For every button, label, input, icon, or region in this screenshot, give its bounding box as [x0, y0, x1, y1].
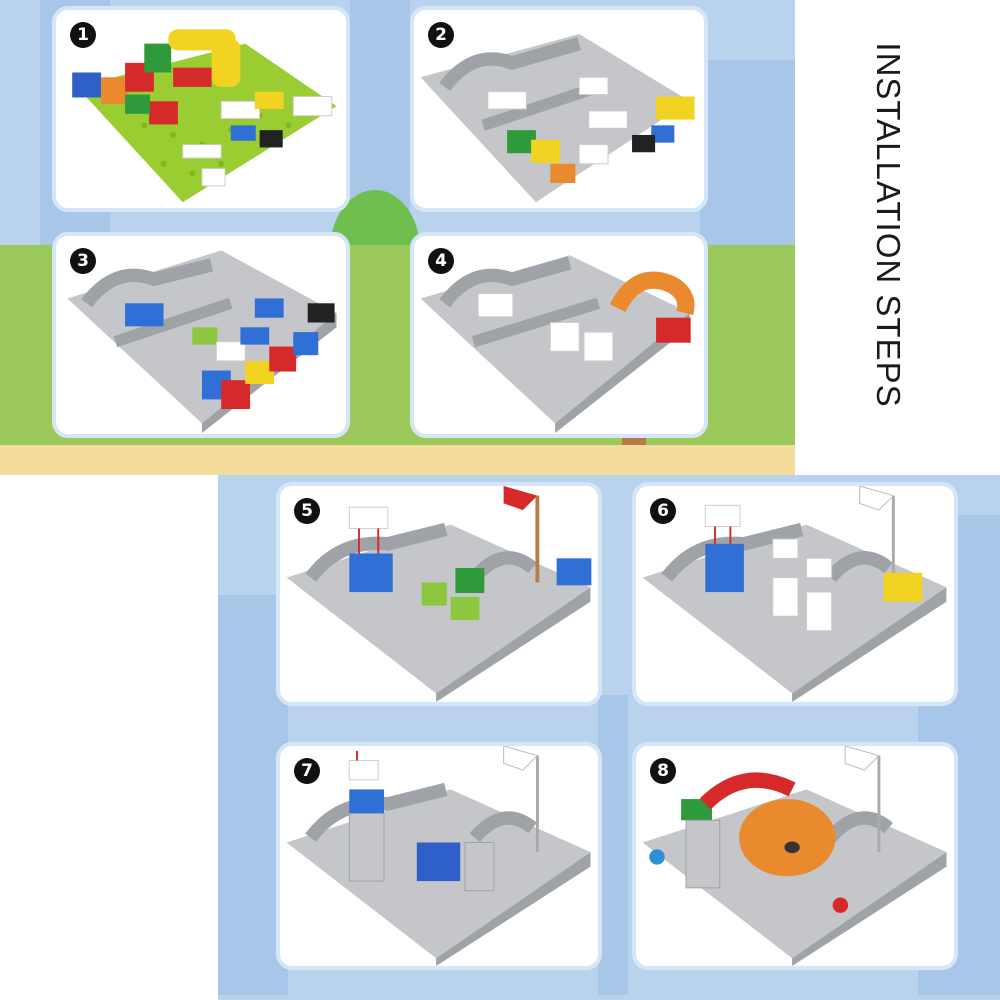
step-2-illustration [420, 34, 695, 203]
step-5-number: 5 [294, 498, 320, 524]
step-7-number: 7 [294, 758, 320, 784]
step-8-illustration [642, 746, 947, 966]
step-6-panel: 6 [632, 482, 958, 706]
step-5-panel: 5 [276, 482, 602, 706]
step-6-number: 6 [650, 498, 676, 524]
step-1-illustration [72, 29, 337, 203]
step-2-panel: 2 [410, 6, 708, 212]
step-4-illustration [420, 255, 695, 434]
step-3-number: 3 [70, 248, 96, 274]
step-6-illustration [642, 486, 947, 702]
step-1-panel: 1 [52, 6, 350, 212]
bg-stripe [700, 60, 795, 260]
step-7-illustration [286, 746, 591, 966]
step-8-number: 8 [650, 758, 676, 784]
step-8-panel: 8 [632, 742, 958, 970]
page-title: INSTALLATION STEPS [870, 42, 907, 408]
step-4-number: 4 [428, 248, 454, 274]
step-1-number: 1 [70, 22, 96, 48]
bg-stripe [598, 695, 628, 995]
bg-sand [0, 445, 795, 475]
step-2-number: 2 [428, 22, 454, 48]
step-3-illustration [67, 250, 337, 434]
step-7-panel: 7 [276, 742, 602, 970]
step-5-illustration [286, 486, 592, 702]
step-3-panel: 3 [52, 232, 350, 438]
step-4-panel: 4 [410, 232, 708, 438]
